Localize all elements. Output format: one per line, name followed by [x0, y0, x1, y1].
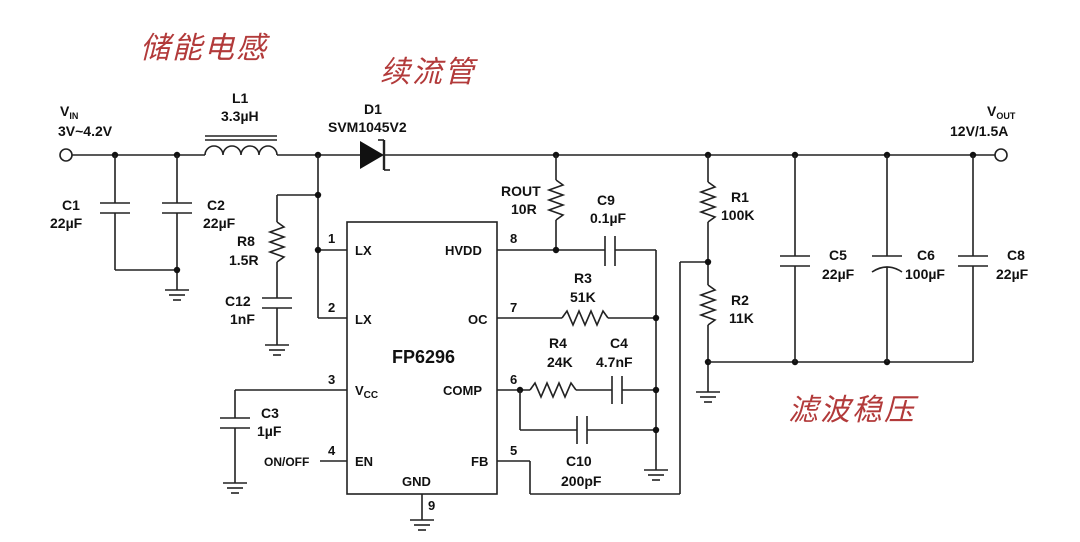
pin6-name: COMP: [443, 383, 482, 398]
pin9-name: GND: [402, 474, 431, 489]
r4-ref: R4: [549, 335, 567, 351]
rout-ref: ROUT: [501, 183, 541, 199]
fb-network: [497, 261, 708, 495]
r3-value: 51K: [570, 289, 596, 305]
r3-ref: R3: [574, 270, 592, 286]
d1-ref: D1: [364, 101, 382, 117]
pin7-name: OC: [468, 312, 488, 327]
comp-network: [497, 376, 660, 444]
pin2-number: 2: [328, 300, 335, 315]
c12-ref: C12: [225, 293, 251, 309]
pin1-name: LX: [355, 243, 372, 258]
pin7-number: 7: [510, 300, 517, 315]
l1-ref: L1: [232, 90, 249, 106]
ic-fp6296: FP6296 LX LX VCC EN HVDD OC COMP FB GND …: [328, 221, 517, 531]
input-capacitors: [100, 155, 192, 301]
hvdd-network: [497, 155, 668, 481]
pin9-number: 9: [428, 498, 435, 513]
c2-ref: C2: [207, 197, 225, 213]
c5-value: 22µF: [822, 266, 855, 282]
ic-name: FP6296: [392, 347, 455, 367]
c9-value: 0.1µF: [590, 210, 627, 226]
vout-label: VOUT: [987, 103, 1016, 121]
pin5-name: FB: [471, 454, 488, 469]
c4-ref: C4: [610, 335, 628, 351]
r8-value: 1.5R: [229, 252, 259, 268]
pin3-number: 3: [328, 372, 335, 387]
top-rail: [59, 135, 1008, 171]
pin8-number: 8: [510, 231, 517, 246]
on-off-label: ON/OFF: [264, 455, 309, 469]
l1-value: 3.3µH: [221, 108, 259, 124]
pin8-name: HVDD: [445, 243, 482, 258]
oc-network: [497, 308, 660, 328]
c12-value: 1nF: [230, 311, 255, 327]
c2-value: 22µF: [203, 215, 236, 231]
r1-ref: R1: [731, 189, 749, 205]
c8-ref: C8: [1007, 247, 1025, 263]
r8-ref: R8: [237, 233, 255, 249]
pin2-name: LX: [355, 312, 372, 327]
pin1-number: 1: [328, 231, 335, 246]
c6-value: 100µF: [905, 266, 945, 282]
c6-ref: C6: [917, 247, 935, 263]
c3-ref: C3: [261, 405, 279, 421]
pin4-number: 4: [328, 443, 336, 458]
pin5-number: 5: [510, 443, 517, 458]
c10-ref: C10: [566, 453, 592, 469]
pin6-number: 6: [510, 372, 517, 387]
output-capacitors: [708, 155, 988, 366]
c9-ref: C9: [597, 192, 615, 208]
annotation-storage-inductor: 储能电感: [140, 31, 270, 66]
snubber-network: [262, 155, 347, 356]
r2-value: 11K: [729, 310, 754, 326]
vin-terminal: [59, 148, 73, 162]
c3-value: 1µF: [257, 423, 282, 439]
vout-value: 12V/1.5A: [950, 123, 1008, 139]
r4-value: 24K: [547, 354, 573, 370]
rout-value: 10R: [511, 201, 537, 217]
d1-value: SVM1045V2: [328, 119, 407, 135]
vin-value: 3V~4.2V: [58, 123, 113, 139]
c5-ref: C5: [829, 247, 847, 263]
r1-value: 100K: [721, 207, 754, 223]
c1-ref: C1: [62, 197, 80, 213]
annotation-filter-regulate: 滤波稳压: [788, 393, 919, 428]
c4-value: 4.7nF: [596, 354, 633, 370]
feedback-divider: [696, 155, 720, 403]
annotation-freewheel-diode: 续流管: [380, 55, 478, 90]
pin3-name: VCC: [355, 383, 378, 401]
c1-value: 22µF: [50, 215, 83, 231]
vout-terminal: [994, 148, 1008, 162]
vcc-en-network: ON/OFF: [220, 389, 347, 494]
r2-ref: R2: [731, 292, 749, 308]
pin4-name: EN: [355, 454, 373, 469]
inductor-l1-symbol: [204, 145, 278, 156]
vin-label: VIN: [60, 103, 78, 121]
c8-value: 22µF: [996, 266, 1029, 282]
c10-value: 200pF: [561, 473, 602, 489]
